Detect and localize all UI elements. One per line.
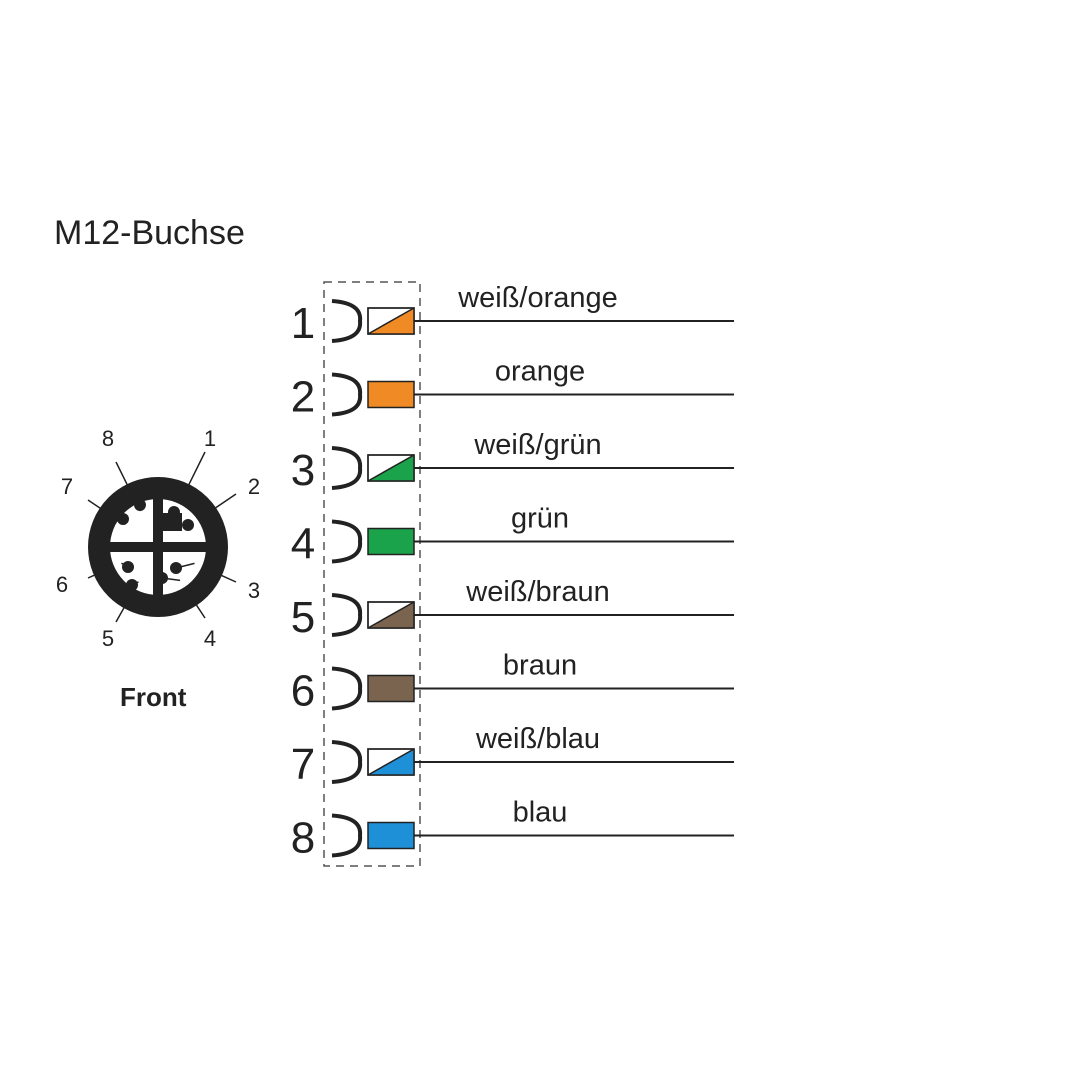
wire-pin-number: 3 <box>291 446 315 495</box>
diagram-title: M12-Buchse <box>54 214 245 252</box>
connector-pin-dot-2 <box>182 519 194 531</box>
wire-pin-number: 8 <box>291 814 315 863</box>
socket-contact-icon <box>331 299 363 343</box>
wire-color-swatch <box>367 821 415 850</box>
wire-row-7: 7 weiß/blau <box>291 723 734 789</box>
connector-pin-number-5: 5 <box>102 626 114 651</box>
wire-color-label: weiß/blau <box>475 723 600 755</box>
socket-contact-icon <box>331 666 363 711</box>
wire-color-diagonal <box>367 601 415 629</box>
wire-color-diagonal <box>367 454 415 482</box>
wire-color-label: weiß/grün <box>473 429 601 461</box>
connector-pin-number-7: 7 <box>61 474 73 499</box>
wire-color-label: blau <box>513 797 568 829</box>
wire-pin-number: 1 <box>291 299 315 348</box>
wire-color-diagonal <box>367 748 415 776</box>
connector-pin-dot-3 <box>170 562 182 574</box>
wire-color-diagonal <box>367 307 415 335</box>
wire-color-swatch <box>367 380 415 409</box>
wire-row-2: 2 orange <box>291 356 734 422</box>
wire-row-4: 4 grün <box>291 503 734 569</box>
wire-color-label: braun <box>503 650 577 682</box>
connector-pin-group <box>117 499 195 591</box>
connector-pin-dot-5 <box>126 579 138 591</box>
connector-pin-dot-4 <box>156 572 168 584</box>
wire-pin-number: 4 <box>291 520 315 569</box>
connector-pin-leader-4 <box>194 603 206 619</box>
wire-pin-number: 7 <box>291 740 315 789</box>
connector-pin-leader-1 <box>187 451 206 487</box>
socket-contact-icon <box>331 519 363 564</box>
wire-color-swatch <box>367 527 415 556</box>
connector-key <box>160 513 182 531</box>
socket-contact-icon <box>331 813 363 858</box>
wire-row-8: 8 blau <box>291 797 734 863</box>
connector-pin-leader-7 <box>87 499 102 510</box>
connector-pin-number-1: 1 <box>204 426 216 451</box>
connector-front-view: 1 2 3 4 5 6 7 8 <box>56 426 260 651</box>
wire-color-label: grün <box>511 503 569 535</box>
front-label: Front <box>120 682 187 712</box>
connector-pin-number-4: 4 <box>204 626 216 651</box>
contacts-frame <box>323 281 421 867</box>
connector-annulus <box>90 479 226 615</box>
connector-pin-dot-1 <box>168 506 180 518</box>
wire-pin-number: 2 <box>291 373 315 422</box>
connector-pin-number-6: 6 <box>56 572 68 597</box>
connector-pin-dot-7 <box>117 513 129 525</box>
wire-pin-number: 6 <box>291 667 315 716</box>
wire-color-label: weiß/braun <box>465 576 609 608</box>
socket-contact-icon <box>331 446 363 490</box>
connector-pin-number-3: 3 <box>248 578 260 603</box>
wire-color-swatch <box>367 674 415 703</box>
connector-pin-leader-6 <box>87 573 97 579</box>
connector-pin-leader-3 <box>219 574 237 583</box>
connector-pin-number-2: 2 <box>248 474 260 499</box>
connector-pin-dot-6 <box>122 561 134 573</box>
wire-color-label: weiß/orange <box>457 282 618 314</box>
wire-color-label: orange <box>495 356 585 388</box>
socket-contact-icon <box>331 593 363 637</box>
connector-divider-horizontal <box>108 542 208 552</box>
connector-pin-leader-5 <box>115 605 126 623</box>
connector-leader-group: 1 2 3 4 5 6 7 8 <box>56 426 260 651</box>
wire-rows: 1 weiß/orange 2 orange 3 weiß/grün 4 grün 5 weiß/… <box>291 282 734 863</box>
connector-pin-number-8: 8 <box>102 426 114 451</box>
wire-row-3: 3 weiß/grün <box>291 429 734 495</box>
wire-row-1: 1 weiß/orange <box>291 282 734 348</box>
wire-row-6: 6 braun <box>291 650 734 716</box>
connector-pin-leader-2 <box>213 493 237 510</box>
socket-contact-icon <box>331 372 363 417</box>
wire-pin-number: 5 <box>291 593 315 642</box>
connector-pin-dot-8 <box>134 499 146 511</box>
socket-contact-icon <box>331 740 363 784</box>
wire-row-5: 5 weiß/braun <box>291 576 734 642</box>
connector-pin-leader-8 <box>115 461 129 487</box>
